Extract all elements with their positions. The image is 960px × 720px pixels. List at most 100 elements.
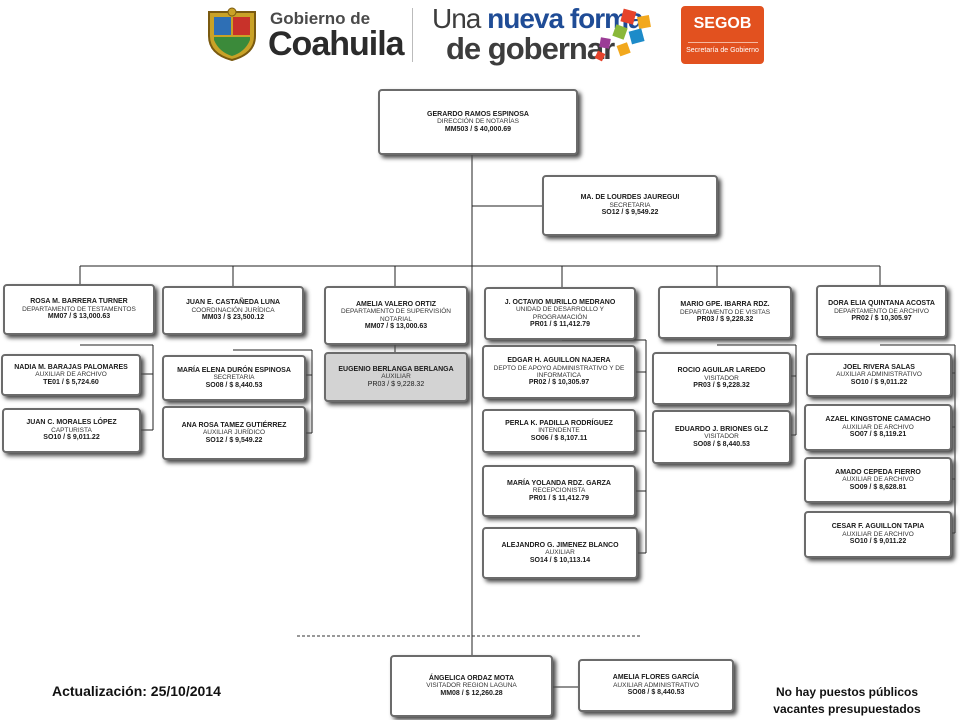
node-role: AUXILIAR DE ARCHIVO (842, 530, 914, 538)
node-role: VISITADOR (704, 374, 739, 382)
node-code: PR01 / $ 11,412.79 (529, 494, 589, 502)
node-testamentos-staff: NADIA M. BARAJAS PALOMARES AUXILIAR DE A… (1, 354, 141, 396)
node-code: SO08 / $ 8,440.53 (693, 440, 750, 448)
node-code: MM03 / $ 23,500.12 (201, 314, 265, 322)
node-code: SO07 / $ 8,119.21 (849, 431, 907, 439)
node-code: TE01 / $ 5,724.60 (43, 378, 99, 386)
node-code: PR03 / $ 9,228.32 (693, 382, 750, 390)
node-code: SO09 / $ 8,628.81 (849, 483, 907, 491)
node-role: AUXILIAR ADMINISTRATIVO (613, 681, 699, 689)
node-secretaria: MA. DE LOURDES JAUREGUI SECRETARIA SO12 … (542, 175, 718, 236)
node-name: GERARDO RAMOS ESPINOSA (427, 110, 529, 118)
node-code: SO10 / $ 9,011.22 (849, 538, 907, 546)
node-region-laguna: ÁNGELICA ORDAZ MOTA VISITADOR REGION LAG… (390, 655, 553, 717)
node-archivo-staff: AMADO CEPEDA FIERRO AUXILIAR DE ARCHIVO … (804, 457, 952, 503)
node-name: ÁNGELICA ORDAZ MOTA (428, 674, 515, 682)
node-role: AUXILIAR DE ARCHIVO (842, 476, 914, 484)
node-name: AMELIA VALERO ORTIZ (355, 300, 437, 308)
node-code: PR03 / $ 9,228.32 (367, 380, 425, 388)
page-header: Gobierno de Coahuila Una nueva forma de … (0, 0, 960, 70)
node-name: CESAR F. AGUILLON TAPIA (831, 523, 925, 531)
node-code: SO10 / $ 9,011.22 (850, 378, 908, 386)
node-code: SO12 / $ 9,549.22 (205, 436, 263, 444)
node-code: PR03 / $ 9,228.32 (696, 316, 754, 324)
node-role: COORDINACIÓN JURÍDICA (191, 306, 275, 314)
node-testamentos-head: ROSA M. BARRERA TURNER DEPARTAMENTO DE T… (3, 284, 155, 335)
node-role: INTENDENTE (538, 427, 580, 435)
node-name: JUAN E. CASTAÑEDA LUNA (185, 299, 281, 307)
state-name: Coahuila (268, 25, 405, 63)
node-juridica-head: JUAN E. CASTAÑEDA LUNA COORDINACIÓN JURÍ… (162, 286, 304, 335)
node-role: AUXILIAR DE ARCHIVO (35, 371, 107, 379)
node-role: SECRETARIA (609, 201, 651, 209)
node-code: PR02 / $ 10,305.97 (851, 315, 912, 323)
node-code: MM07 / $ 13,000.63 (364, 322, 428, 330)
node-role: AUXILIAR (381, 373, 411, 381)
node-role: AUXILIAR ADMINISTRATIVO (836, 371, 922, 379)
puzzle-pieces-icon (594, 8, 651, 62)
node-name: EDUARDO J. BRIONES GLZ (675, 425, 768, 433)
node-archivo-staff: AZAEL KINGSTONE CAMACHO AUXILIAR DE ARCH… (804, 404, 952, 451)
update-date: Actualización: 25/10/2014 (52, 683, 221, 699)
node-code: MM503 / $ 40,000.69 (444, 125, 512, 133)
node-code: SO06 / $ 8,107.11 (530, 434, 588, 442)
node-role: VISITADOR REGION LAGUNA (426, 682, 517, 690)
node-name: JOEL RIVERA SALAS (843, 363, 915, 371)
node-role: SECRETARIA (213, 374, 255, 382)
node-name: J. OCTAVIO MURILLO MEDRANO (504, 298, 616, 306)
node-visitas-staff: ROCIO AGUILAR LAREDO VISITADOR PR03 / $ … (652, 352, 791, 405)
node-code: SO08 / $ 8,440.53 (627, 689, 685, 697)
node-role: CAPTURISTA (51, 426, 92, 434)
node-role: DEPARTAMENTO DE VISITAS (679, 308, 771, 316)
node-code: SO10 / $ 9,011.22 (43, 434, 100, 442)
node-role: DEPTO DE APOYO ADMINISTRATIVO Y DE INFOR… (493, 364, 625, 379)
slogan-word: Una (432, 3, 481, 34)
government-label: Gobierno de (270, 9, 371, 28)
node-region-laguna-staff: AMELIA FLORES GARCÍA AUXILIAR ADMINISTRA… (578, 659, 734, 712)
node-role: RECEPCIONISTA (532, 487, 586, 495)
node-name: MA. DE LOURDES JAUREGUI (580, 194, 680, 202)
vacancy-note: No hay puestos públicos vacantes presupu… (773, 685, 921, 716)
node-juridica-staff: MARÍA ELENA DURÓN ESPINOSA SECRETARIA SO… (162, 355, 306, 401)
node-code: PR01 / $ 11,412.79 (530, 320, 590, 328)
node-role: AUXILIAR JURÍDICO (202, 429, 266, 437)
node-visitas-head: MARIO GPE. IBARRA RDZ. DEPARTAMENTO DE V… (658, 286, 792, 339)
slogan-line-2: de gobernar (446, 31, 615, 66)
segob-subtitle: Secretaría de Gobierno (686, 47, 759, 54)
node-role: AUXILIAR DE ARCHIVO (842, 423, 914, 431)
node-role: AUXILIAR (545, 549, 575, 557)
segob-divider (687, 42, 758, 43)
node-archivo-staff: CESAR F. AGUILLON TAPIA AUXILIAR DE ARCH… (804, 511, 952, 558)
coahuila-coat-of-arms-icon (208, 7, 256, 62)
node-code: PR02 / $ 10,305.97 (528, 379, 590, 387)
node-role: VISITADOR (704, 433, 739, 441)
node-code: MM08 / $ 12,260.28 (440, 689, 503, 697)
node-archivo-head: DORA ELIA QUINTANA ACOSTA DEPARTAMENTO D… (816, 285, 947, 338)
node-name: ROCIO AGUILAR LAREDO (677, 367, 766, 375)
node-name: AMADO CEPEDA FIERRO (835, 468, 921, 476)
node-name: DORA ELIA QUINTANA ACOSTA (828, 300, 935, 308)
node-name: ANA ROSA TAMEZ GUTIÉRREZ (181, 421, 287, 429)
node-visitas-staff: EDUARDO J. BRIONES GLZ VISITADOR SO08 / … (652, 410, 791, 464)
node-code: SO12 / $ 9,549.22 (601, 209, 659, 217)
segob-title: SEGOB (693, 15, 752, 32)
node-name: AMELIA FLORES GARCÍA (612, 674, 700, 682)
node-role: DEPARTAMENTO DE TESTAMENTOS (22, 305, 136, 313)
node-director: GERARDO RAMOS ESPINOSA DIRECCIÓN DE NOTA… (378, 89, 578, 155)
node-desarrollo-staff: EDGAR H. AGUILLON NAJERA DEPTO DE APOYO … (482, 345, 636, 399)
node-code: MM07 / $ 13,000.63 (47, 313, 111, 321)
node-role: DEPARTAMENTO DE SUPERVISIÓN NOTARIAL (341, 308, 451, 323)
node-name: ALEJANDRO G. JIMENEZ BLANCO (501, 541, 619, 549)
node-desarrollo-staff: PERLA K. PADILLA RODRÍGUEZ INTENDENTE SO… (482, 409, 636, 453)
node-testamentos-staff: JUAN C. MORALES LÓPEZ CAPTURISTA SO10 / … (2, 408, 141, 453)
node-name: MARIO GPE. IBARRA RDZ. (680, 301, 770, 309)
node-name: AZAEL KINGSTONE CAMACHO (825, 416, 931, 424)
node-desarrollo-head: J. OCTAVIO MURILLO MEDRANO UNIDAD DE DES… (484, 287, 636, 340)
node-role: DIRECCIÓN DE NOTARÍAS (437, 118, 519, 126)
node-supervision-staff: EUGENIO BERLANGA BERLANGA AUXILIAR PR03 … (324, 352, 468, 402)
header-divider (412, 8, 413, 62)
node-name: EDGAR H. AGUILLON NAJERA (507, 357, 611, 365)
node-name: EUGENIO BERLANGA BERLANGA (338, 365, 454, 373)
node-code: SO14 / $ 10,113.14 (529, 556, 591, 564)
